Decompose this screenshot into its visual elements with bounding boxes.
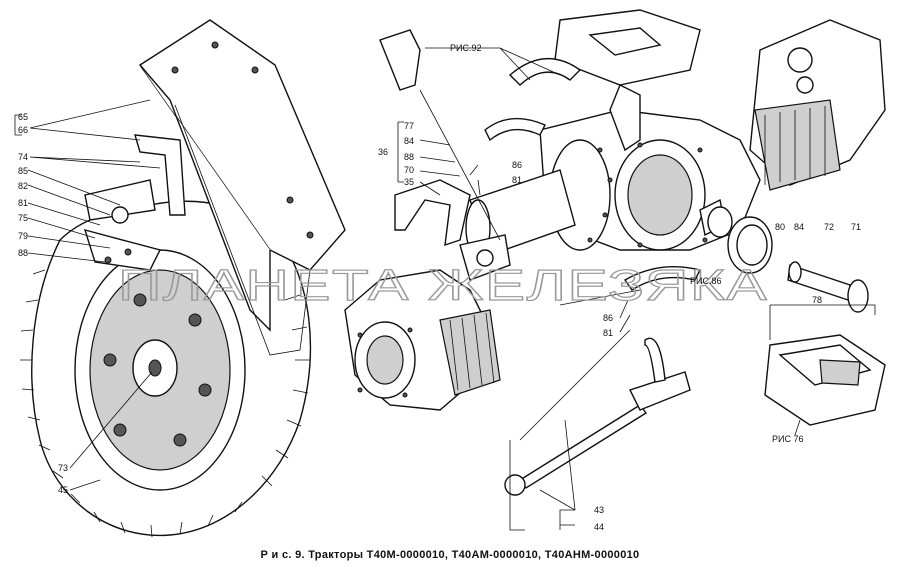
label-86: 86 (512, 160, 522, 170)
label-72: 72 (824, 222, 834, 232)
label-84-b: 84 (794, 222, 804, 232)
clamp-bottom (623, 265, 702, 291)
label-78: 78 (812, 295, 822, 305)
label-75: 75 (18, 213, 28, 223)
label-66: 66 (18, 125, 28, 135)
clamp-lower (484, 117, 546, 142)
bracket-top (379, 29, 421, 91)
watermark: ПЛАНЕТА ЖЕЛЕЗЯКА (118, 261, 768, 310)
tie-rod (504, 337, 691, 496)
label-80: 80 (775, 222, 785, 232)
label-81-b: 81 (512, 175, 522, 185)
small-flange (707, 206, 733, 238)
figure-caption: Р и с. 9. Тракторы Т40М-0000010, Т40АМ-0… (260, 549, 640, 561)
label-85: 85 (18, 166, 28, 176)
label-79: 79 (18, 231, 28, 241)
fender (83, 19, 346, 356)
shaft-78 (787, 261, 869, 313)
cover-35 (394, 179, 471, 247)
label-88: 88 (18, 248, 28, 258)
label-77: 77 (404, 121, 414, 131)
label-73: 73 (58, 463, 68, 473)
label-35: 35 (404, 177, 414, 187)
label-86-b: 86 (603, 313, 613, 323)
label-71: 71 (851, 222, 861, 232)
label-36: 36 (378, 147, 388, 157)
final-drive-left (344, 234, 511, 411)
brake-drum (727, 216, 773, 274)
label-ris86: РИС.86 (690, 276, 721, 286)
label-65: 65 (18, 112, 28, 122)
label-45: 45 (58, 485, 68, 495)
label-ris76: РИС 76 (772, 434, 803, 444)
label-82: 82 (18, 181, 28, 191)
label-70: 70 (404, 165, 414, 175)
label-84: 84 (404, 136, 414, 146)
label-74: 74 (18, 152, 28, 162)
label-ris92: РИС.92 (450, 43, 481, 53)
label-81: 81 (18, 198, 28, 208)
leader-lines (14, 47, 876, 531)
label-44: 44 (594, 522, 604, 532)
rear-axle-housing (465, 9, 886, 257)
label-88-b: 88 (404, 152, 414, 162)
housing-ris76 (764, 334, 886, 426)
part-labels: 65 66 74 85 82 81 75 79 88 73 45 77 36 8… (18, 43, 861, 532)
label-81-c: 81 (603, 328, 613, 338)
label-43: 43 (594, 505, 604, 515)
